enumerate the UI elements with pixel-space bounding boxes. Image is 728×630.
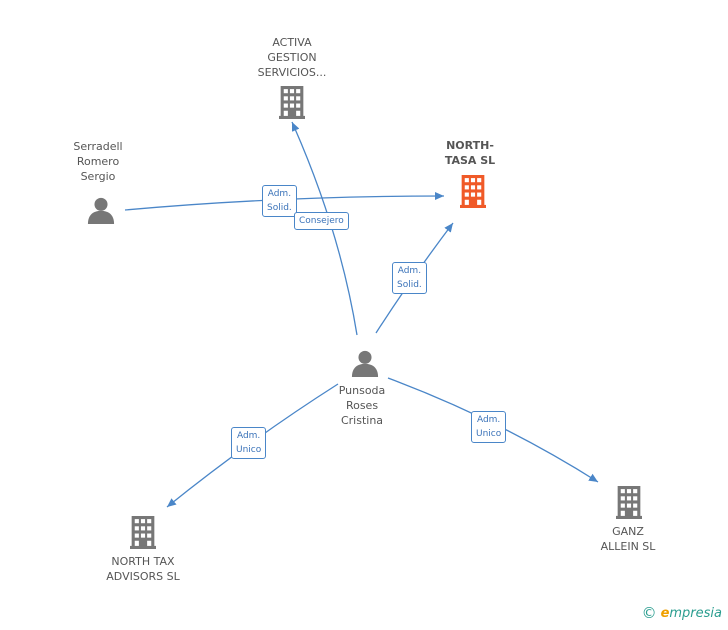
edge-label-punsoda-northtasa: Adm. Solid.: [392, 262, 427, 294]
edge-label-punsoda-activa: Consejero: [294, 212, 349, 230]
node-label-north-tax[interactable]: NORTH TAX ADVISORS SL: [106, 555, 180, 583]
person-icon[interactable]: [351, 350, 379, 377]
empresia-logo: empresia: [660, 605, 722, 621]
footer-brand: © empresia: [642, 604, 722, 622]
edge-label-punsoda-ganz: Adm. Unico: [471, 411, 507, 443]
copyright-symbol: ©: [641, 604, 657, 622]
building-icon[interactable]: [130, 516, 157, 549]
node-label-ganz[interactable]: GANZ ALLEIN SL: [600, 525, 656, 553]
edge-label-serradell-northtasa: Adm. Solid.: [262, 185, 297, 217]
person-icon[interactable]: [87, 197, 115, 224]
building-icon[interactable]: [616, 486, 643, 519]
node-label-activa[interactable]: ACTIVA GESTION SERVICIOS...: [257, 36, 327, 79]
node-label-north-tasa[interactable]: NORTH- TASA SL: [444, 139, 496, 167]
node-label-serradell[interactable]: Serradell Romero Sergio: [73, 140, 123, 183]
edge-label-punsoda-northtax: Adm. Unico: [231, 427, 267, 459]
building-icon[interactable]: [279, 86, 306, 119]
node-label-punsoda[interactable]: Punsoda Roses Cristina: [338, 384, 386, 427]
building-icon[interactable]: [460, 175, 487, 208]
